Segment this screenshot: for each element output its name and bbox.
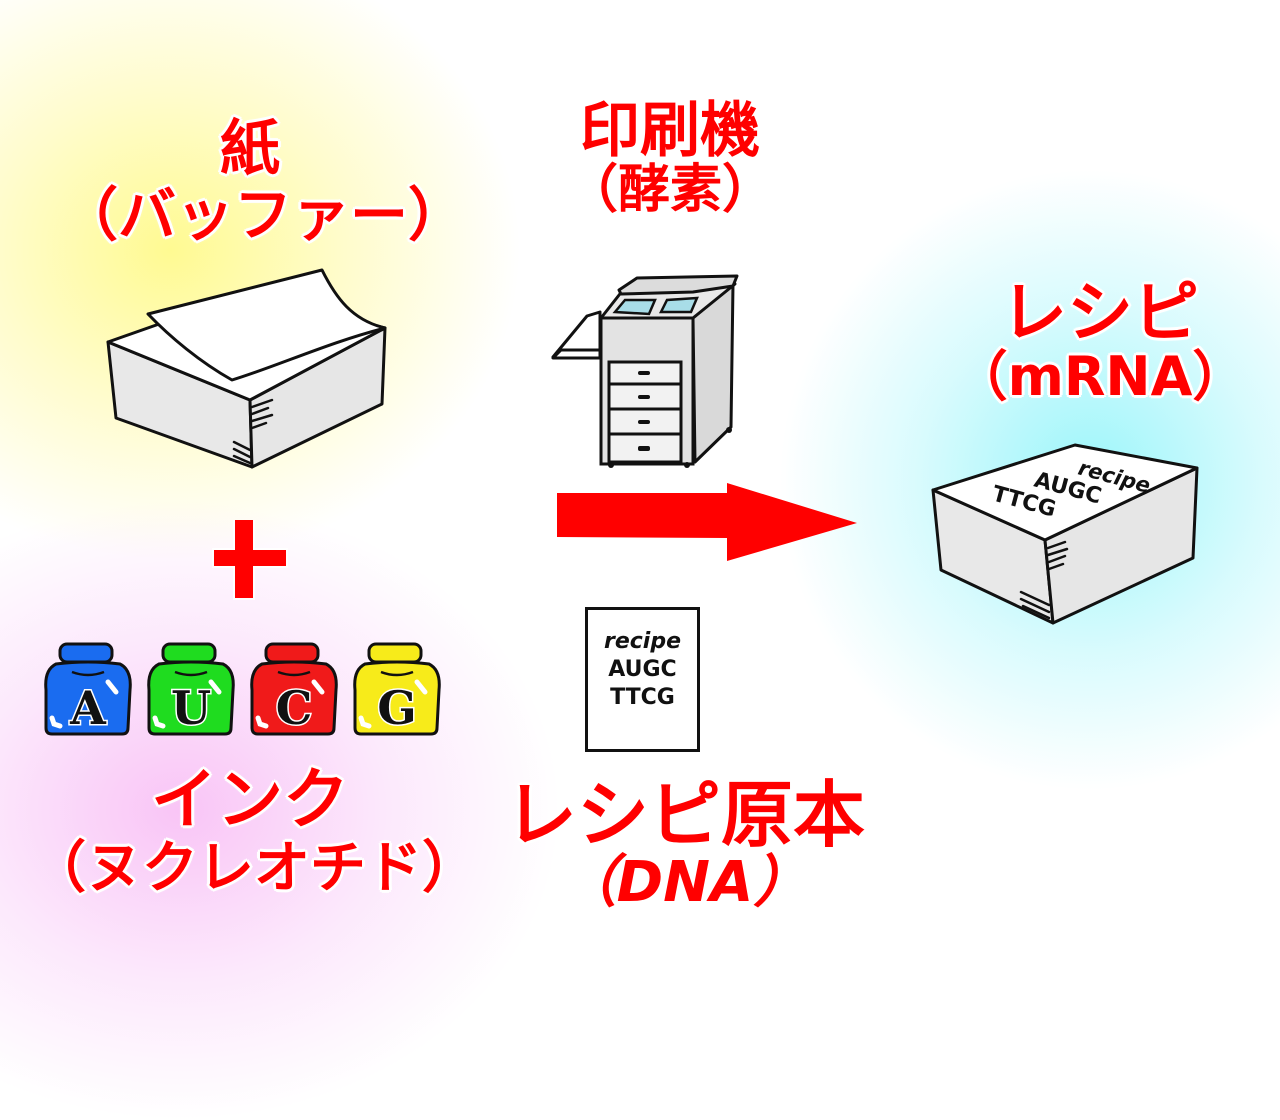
dna-label: レシピ原本 xyxy=(504,773,865,857)
ink-sublabel: （ヌクレオチド） xyxy=(30,836,478,902)
ink-label: インク xyxy=(151,761,349,838)
ink-bottle-a: A xyxy=(44,642,132,737)
mrna-label: レシピ xyxy=(1001,274,1199,351)
ink-bottle-u: U xyxy=(147,642,235,737)
printer-sublabel: （酵素） xyxy=(565,160,774,220)
template-doc-line-3: TTCG xyxy=(610,685,675,710)
right-arrow-icon xyxy=(557,483,857,561)
mrna-sublabel: （mRNA） xyxy=(953,345,1247,409)
ink-bottle-letter: U xyxy=(171,681,211,735)
paper-label: 紙 xyxy=(220,114,280,184)
ink-bottle-g: G xyxy=(353,642,441,737)
ink-bottle-letter: A xyxy=(69,681,107,735)
ink-bottle-letter: G xyxy=(377,681,416,735)
template-doc-line-2: AUGC xyxy=(608,657,677,682)
ink-bottle-c: C xyxy=(250,642,338,737)
printer-icon xyxy=(551,274,739,468)
plus-icon xyxy=(212,520,288,600)
ink-bottle-letter: C xyxy=(276,681,313,735)
printed-stack-icon: recipe AUGC TTCG xyxy=(931,443,1199,625)
template-document: recipe AUGC TTCG xyxy=(585,607,700,752)
dna-sublabel: （DNA） xyxy=(560,849,810,915)
paper-sublabel: （バッファー） xyxy=(60,181,467,249)
ink-label-group: インク （ヌクレオチド） xyxy=(30,761,478,902)
printer-label-group: 印刷機 （酵素） xyxy=(520,100,820,218)
mrna-label-group: レシピ （mRNA） xyxy=(940,278,1260,406)
dna-label-group: レシピ原本 （DNA） xyxy=(490,773,880,915)
paper-label-group: 紙 （バッファー） xyxy=(60,114,467,249)
template-doc-line-1: recipe xyxy=(603,629,682,654)
printer-label: 印刷機 xyxy=(580,96,760,166)
paper-stack-icon xyxy=(106,268,387,469)
